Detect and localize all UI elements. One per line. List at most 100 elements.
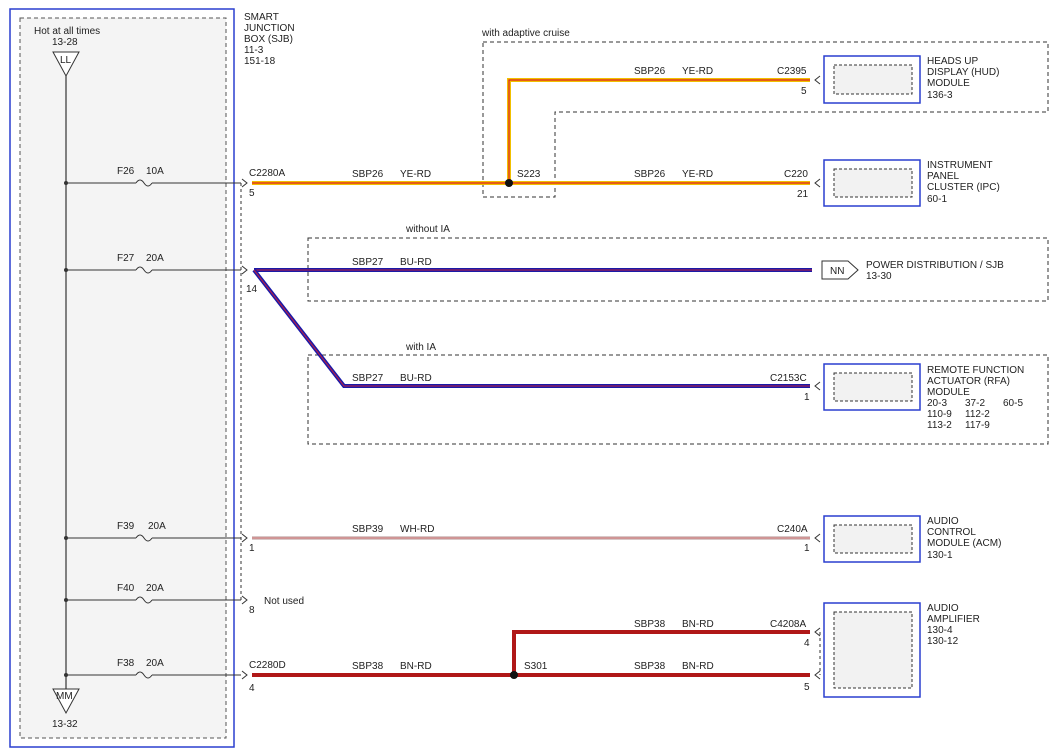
rfa-ref: 20-3: [927, 398, 947, 409]
ipc-label: PANEL: [927, 171, 959, 182]
fuse-rating: 20A: [146, 583, 164, 594]
wire-circuit: SBP27: [352, 257, 384, 268]
rfa-label: ACTUATOR (RFA): [927, 376, 1010, 387]
sjb-connector-chevrons: [241, 178, 248, 680]
pin-1: 1: [249, 543, 255, 554]
pd-ref: 13-30: [866, 271, 892, 282]
wire-circuit: SBP26: [634, 169, 666, 180]
hud-label: HEADS UP: [927, 56, 978, 67]
wire-circuit: SBP38: [352, 661, 384, 672]
rfa-ref: 112-2: [965, 409, 990, 420]
module-connector-chevrons: [814, 75, 821, 680]
amp-ref: 130-12: [927, 636, 959, 647]
c4208a-pin4: 4: [804, 638, 810, 649]
smart-junction-box: Hot at all times 13-28 LL MM 13-32 SMART…: [9, 8, 295, 748]
wire-circuit: SBP26: [634, 66, 666, 77]
fuse-f26: F26 10A: [64, 166, 241, 187]
hot-at-all-times-label: Hot at all times: [34, 26, 100, 37]
c2280a-pin: 5: [249, 188, 255, 199]
amp-ref: 130-4: [927, 625, 953, 636]
wire-sbp38: [252, 630, 810, 679]
hud-label: MODULE: [927, 78, 970, 89]
wire-color: BN-RD: [400, 661, 432, 672]
power-distribution-connector: NN POWER DISTRIBUTION / SJB 13-30: [821, 260, 1004, 282]
wire-sbp26: [252, 78, 810, 187]
c2153c-pin: 1: [804, 392, 810, 403]
wire-color: BU-RD: [400, 257, 432, 268]
sjb-title-4: 11-3: [244, 45, 264, 56]
fuse-id: F27: [117, 253, 135, 264]
sjb-title-5: 151-18: [244, 56, 276, 67]
wire-color: YE-RD: [682, 169, 713, 180]
ipc-ref: 60-1: [927, 194, 947, 205]
acm-label: MODULE (ACM): [927, 538, 1001, 549]
fuse-f38: F38 20A: [64, 658, 241, 679]
pin-8: 8: [249, 605, 255, 616]
amp-label: AUDIO: [927, 603, 959, 614]
rfa-label: REMOTE FUNCTION: [927, 365, 1024, 376]
bottom-ref: 13-32: [52, 719, 78, 730]
fuse-rating: 20A: [146, 253, 164, 264]
c2280d-label: C2280D: [249, 660, 286, 671]
sjb-title-3: BOX (SJB): [244, 34, 293, 45]
fuse-rating: 20A: [146, 658, 164, 669]
c240a-label: C240A: [777, 524, 808, 535]
ipc-label: INSTRUMENT: [927, 160, 993, 171]
fuse-f27: F27 20A: [64, 253, 241, 274]
adaptive-cruise-option: [482, 41, 1049, 198]
splice-s223: S223: [517, 169, 541, 180]
acm-label: AUDIO: [927, 516, 959, 527]
hud-label: DISPLAY (HUD): [927, 67, 999, 78]
fuse-id: F40: [117, 583, 135, 594]
not-used-label: Not used: [264, 596, 304, 607]
with-ia-option: [307, 354, 1049, 445]
wire-circuit: SBP38: [634, 619, 666, 630]
fuse-rating: 10A: [146, 166, 164, 177]
fuse-id: F38: [117, 658, 135, 669]
conn-nn: NN: [830, 266, 844, 277]
wire-color: YE-RD: [682, 66, 713, 77]
audio-amplifier-module: AUDIO AMPLIFIER 130-4 130-12: [823, 602, 980, 698]
adaptive-cruise-label: with adaptive cruise: [481, 28, 570, 39]
hud-module: HEADS UP DISPLAY (HUD) MODULE 136-3: [823, 55, 999, 104]
rfa-ref: 37-2: [965, 398, 985, 409]
c220-label: C220: [784, 169, 808, 180]
wire-color: BN-RD: [682, 619, 714, 630]
c240a-pin: 1: [804, 543, 810, 554]
with-ia-label: with IA: [405, 342, 436, 353]
hud-ref: 136-3: [927, 90, 953, 101]
acm-ref: 130-1: [927, 550, 953, 561]
fuse-id: F39: [117, 521, 135, 532]
c2280a-label: C2280A: [249, 168, 285, 179]
rfa-ref: 113-2: [927, 420, 952, 431]
rfa-ref: 60-5: [1003, 398, 1023, 409]
acm-label: CONTROL: [927, 527, 976, 538]
c2395-label: C2395: [777, 66, 807, 77]
conn-mm: MM: [56, 691, 73, 702]
fuse-rating: 20A: [148, 521, 166, 532]
wire-color: YE-RD: [400, 169, 431, 180]
rfa-label: MODULE: [927, 387, 970, 398]
fuse-id: F26: [117, 166, 135, 177]
without-ia-label: without IA: [405, 224, 450, 235]
rfa-ref: 117-9: [965, 420, 990, 431]
amp-label: AMPLIFIER: [927, 614, 980, 625]
c2153c-label: C2153C: [770, 373, 807, 384]
wire-color: WH-RD: [400, 524, 434, 535]
sjb-title-2: JUNCTION: [244, 23, 295, 34]
fuse-f39: F39 20A: [64, 521, 241, 542]
ipc-module: INSTRUMENT PANEL CLUSTER (IPC) 60-1: [823, 159, 1000, 207]
c220-pin: 21: [797, 189, 809, 200]
pin-14: 14: [246, 284, 258, 295]
ipc-label: CLUSTER (IPC): [927, 182, 1000, 193]
wire-circuit: SBP26: [352, 169, 384, 180]
fuse-f40: F40 20A: [64, 583, 241, 604]
without-ia-option: [307, 237, 1049, 302]
wire-sbp27: [252, 268, 812, 388]
splice-s301: S301: [524, 661, 548, 672]
c4208a-label: C4208A: [770, 619, 806, 630]
rfa-module: REMOTE FUNCTION ACTUATOR (RFA) MODULE 20…: [823, 363, 1024, 431]
wire-color: BN-RD: [682, 661, 714, 672]
hot-ref: 13-28: [52, 37, 78, 48]
